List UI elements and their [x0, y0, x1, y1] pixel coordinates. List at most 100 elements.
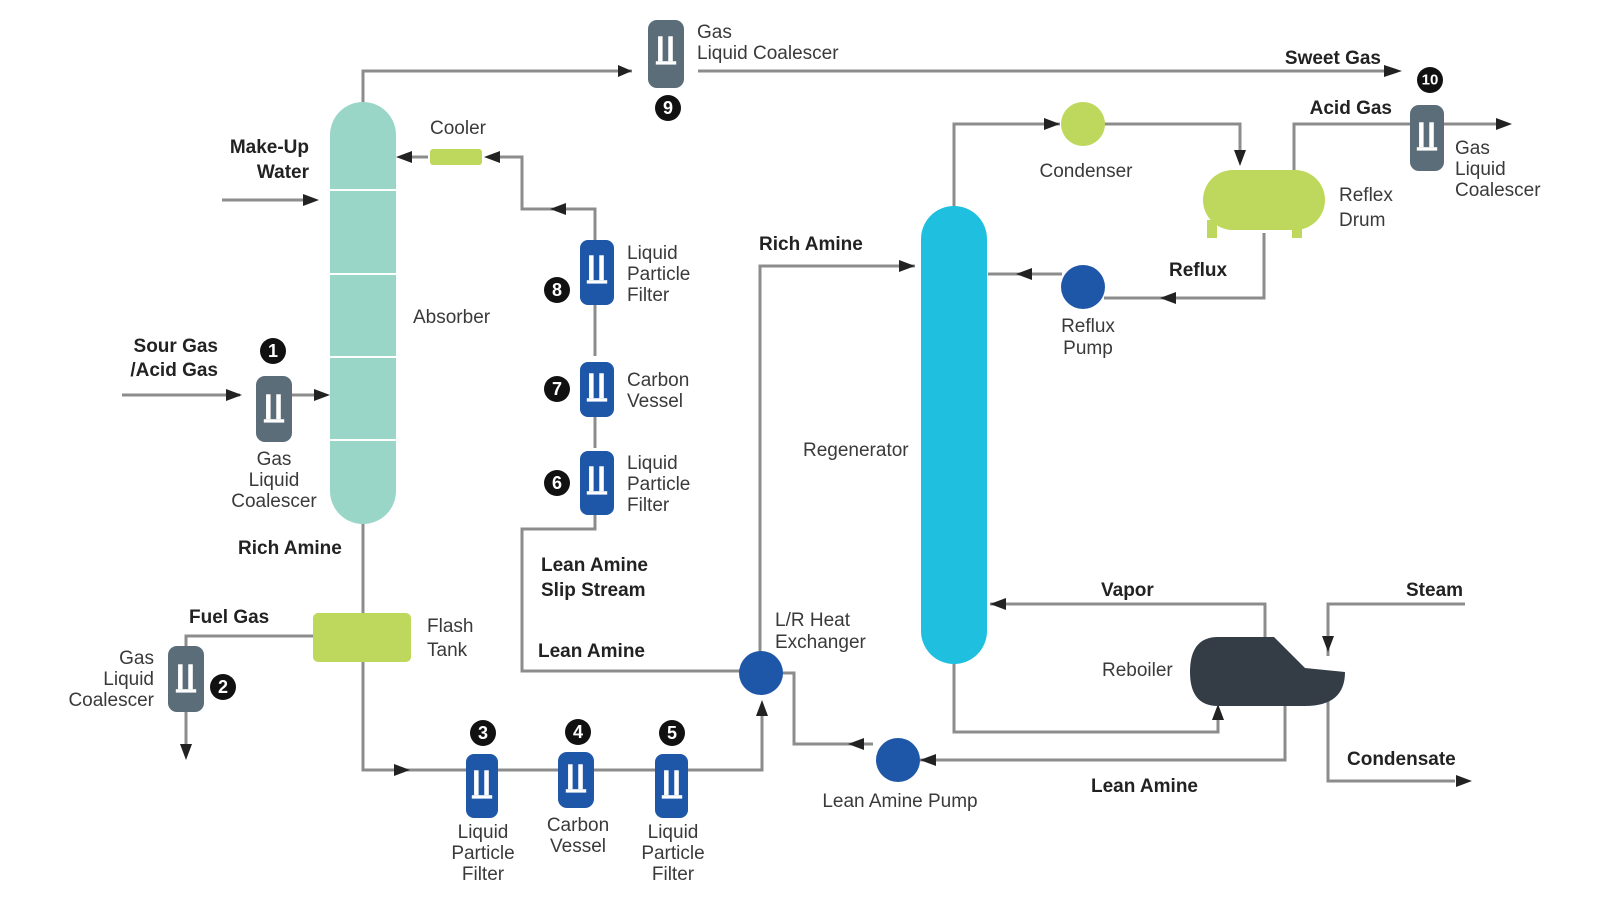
label-coalescer-2: Coalescer	[68, 690, 154, 711]
pipe-exchanger-to-regenerator	[758, 264, 915, 654]
badge-number: 3	[478, 723, 488, 743]
label-coalescer-10: Coalescer	[1455, 180, 1541, 201]
filter-3	[466, 754, 498, 818]
coalescer-1	[256, 376, 292, 442]
heat-exchanger	[739, 651, 783, 695]
reflux-pump	[1061, 265, 1105, 309]
label-absorber: Absorber	[413, 307, 491, 328]
arrow-left-icon	[920, 754, 936, 766]
label-flash-tank: Flash	[427, 616, 473, 637]
condenser	[1061, 102, 1105, 146]
badge-number: 8	[552, 280, 562, 300]
equipment-labels: Absorber Cooler Flash Tank Regenerator C…	[413, 118, 1393, 812]
arrow-left-icon	[396, 151, 412, 163]
label-condensate: Condensate	[1347, 749, 1456, 770]
flow-arrows	[180, 65, 1512, 787]
label-lean-amine: Lean Amine	[1091, 776, 1198, 797]
label-condenser: Condenser	[1040, 161, 1134, 182]
pipe-absorber-to-coalescer-9	[361, 69, 632, 105]
pipe-fuel-gas	[184, 634, 313, 646]
label-sour-gas: /Acid Gas	[130, 360, 218, 381]
label-carbon-vessel-4: Vessel	[550, 836, 606, 857]
arrow-up-icon	[756, 700, 768, 716]
carbon-vessel-7	[580, 362, 614, 417]
label-make-up-water: Make-Up	[230, 137, 309, 158]
label-sour-gas: Sour Gas	[134, 336, 218, 357]
badge-number: 2	[218, 677, 228, 697]
arrow-right-icon	[1384, 65, 1402, 77]
label-rich-amine: Rich Amine	[759, 234, 863, 255]
label-filter-6: Filter	[627, 495, 670, 516]
label-cooler: Cooler	[430, 118, 487, 139]
arrow-right-icon	[618, 65, 632, 77]
label-reflux: Reflux	[1169, 260, 1228, 281]
label-lean-amine-slip-stream: Lean Amine	[541, 555, 648, 576]
arrow-left-icon	[550, 203, 566, 215]
pipe-filter5-to-exchanger	[688, 708, 764, 772]
absorber-column	[330, 102, 396, 524]
label-filter-3: Particle	[451, 843, 514, 864]
label-filter-8: Particle	[627, 264, 690, 285]
coalescer-9	[648, 20, 684, 88]
cooler	[430, 149, 482, 165]
label-coalescer-2: Liquid	[103, 669, 154, 690]
arrow-right-icon	[1456, 775, 1472, 787]
arrow-down-icon	[180, 744, 192, 760]
stream-labels: Sweet Gas Acid Gas Make-Up Water Sour Ga…	[130, 48, 1463, 797]
label-heat-exchanger: Exchanger	[775, 632, 867, 653]
regenerator-column	[921, 206, 987, 664]
arrow-right-icon	[899, 260, 915, 272]
label-fuel-gas: Fuel Gas	[189, 607, 269, 628]
arrow-right-icon	[1044, 118, 1060, 130]
arrow-up-icon	[1212, 704, 1224, 720]
label-reflux-pump: Pump	[1063, 338, 1113, 359]
flash-tank	[313, 613, 411, 662]
arrow-down-icon	[1322, 636, 1334, 652]
pipe-regenerator-to-condenser	[952, 122, 1060, 208]
arrow-right-icon	[394, 764, 410, 776]
label-make-up-water: Water	[257, 162, 310, 183]
label-heat-exchanger: L/R Heat	[775, 610, 851, 631]
label-lean-amine: Lean Amine	[538, 641, 645, 662]
badge-number: 9	[663, 98, 673, 118]
pipe-regenerator-to-reboiler	[952, 662, 1220, 734]
label-filter-3: Liquid	[458, 822, 509, 843]
badge-number: 7	[552, 379, 562, 399]
arrow-left-icon	[1160, 292, 1176, 304]
pipe-drum-to-acid-gas	[1292, 122, 1410, 170]
filter-5	[655, 754, 688, 818]
label-coalescer-9: Gas	[697, 22, 732, 43]
label-carbon-vessel-7: Vessel	[627, 391, 683, 412]
label-lean-amine-slip-stream: Slip Stream	[541, 580, 646, 601]
badge-number: 1	[268, 341, 278, 361]
label-reflux-pump: Reflux	[1061, 316, 1115, 337]
pipe-drum-to-reflux-pump	[1104, 233, 1266, 300]
pipe-reboiler-to-lean-pump	[920, 700, 1287, 762]
arrow-left-icon	[848, 738, 864, 750]
pipe-condensate	[1326, 700, 1455, 783]
number-badges: 1 2 3 4 5 6 7 8 9 10	[210, 67, 1443, 746]
label-filter-5: Filter	[652, 864, 695, 885]
pipes	[122, 69, 1500, 783]
pipe-exchanger-to-lean-pump	[782, 671, 873, 746]
pipe-steam	[1326, 602, 1465, 656]
label-reboiler: Reboiler	[1102, 660, 1173, 681]
reflux-drum	[1203, 170, 1325, 238]
carbon-vessel-4	[558, 752, 594, 808]
label-reflux-drum: Drum	[1339, 210, 1385, 231]
label-rich-amine: Rich Amine	[238, 538, 342, 559]
arrow-right-icon	[226, 389, 242, 401]
label-coalescer-10: Gas	[1455, 138, 1490, 159]
absorber-shell	[330, 102, 396, 524]
arrow-down-icon	[1234, 150, 1246, 166]
label-sweet-gas: Sweet Gas	[1285, 48, 1381, 69]
pipe-vapor	[990, 602, 1267, 637]
component-labels: Gas Liquid Coalescer Gas Liquid Coalesce…	[68, 22, 1541, 885]
label-filter-6: Particle	[627, 474, 690, 495]
pipe-slip-stream-bottom	[520, 513, 740, 673]
label-coalescer-9: Liquid Coalescer	[697, 43, 839, 64]
label-filter-5: Particle	[641, 843, 704, 864]
label-filter-8: Filter	[627, 285, 670, 306]
filter-6	[580, 451, 614, 515]
